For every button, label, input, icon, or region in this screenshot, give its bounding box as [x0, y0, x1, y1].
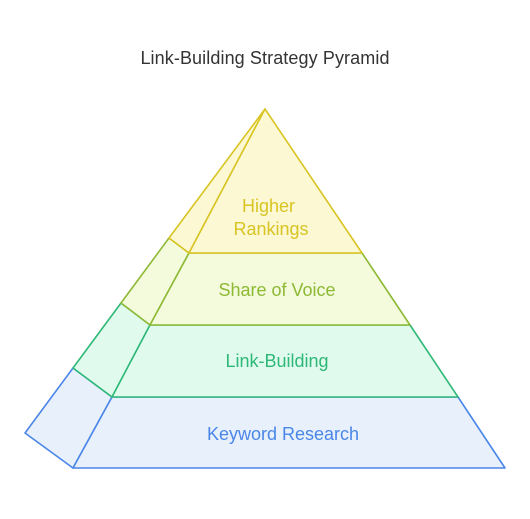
level-higher-rankings-front — [188, 108, 363, 254]
level-link-building: Link-Building — [72, 302, 459, 398]
level-keyword-research-label-line-1: Keyword Research — [207, 424, 359, 444]
level-share-of-voice-label-line-1: Share of Voice — [218, 280, 335, 300]
level-link-building-label-line-1: Link-Building — [225, 351, 328, 371]
level-higher-rankings-label-line-1: Higher — [242, 196, 295, 216]
level-share-of-voice-label: Share of Voice — [218, 280, 335, 300]
level-keyword-research-label: Keyword Research — [207, 424, 359, 444]
level-higher-rankings-label: Higher Rankings — [233, 196, 308, 239]
level-higher-rankings-label-line-2: Rankings — [233, 219, 308, 239]
level-link-building-label: Link-Building — [225, 351, 328, 371]
level-higher-rankings: Higher Rankings — [168, 108, 363, 254]
diagram-title: Link-Building Strategy Pyramid — [140, 48, 390, 68]
